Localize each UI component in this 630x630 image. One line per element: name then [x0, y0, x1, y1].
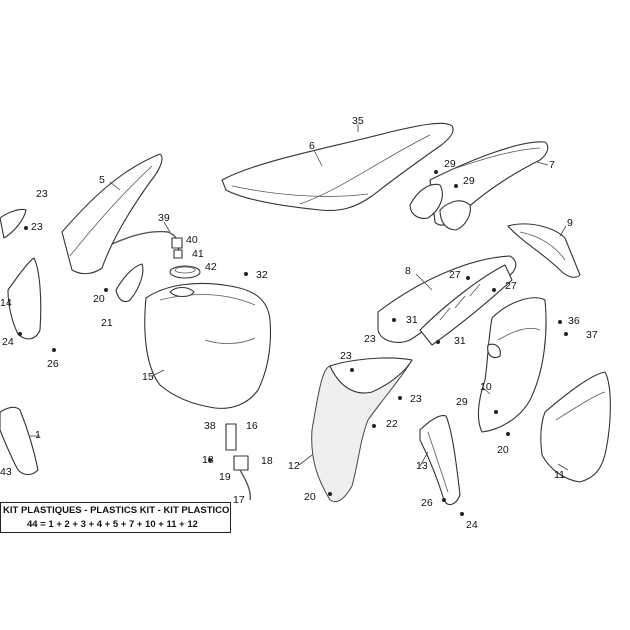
callout-9: 9 — [567, 217, 573, 229]
callout-21: 21 — [101, 317, 113, 329]
callout-27-b: 27 — [505, 280, 517, 292]
callout-24-a: 24 — [2, 336, 14, 348]
callout-5: 5 — [99, 174, 105, 186]
callout-29-b: 29 — [463, 175, 475, 187]
part-fuel-tap — [225, 423, 252, 501]
callout-1: 1 — [35, 429, 41, 441]
callout-10: 10 — [480, 381, 492, 393]
part-subframe-panel — [377, 255, 517, 346]
callout-20-c: 20 — [497, 444, 509, 456]
callout-19: 19 — [219, 471, 231, 483]
callout-38: 38 — [204, 420, 216, 432]
callout-39: 39 — [158, 212, 170, 224]
part-rear-fender — [409, 141, 549, 231]
callout-23-c: 23 — [364, 333, 376, 345]
callout-14: 14 — [0, 297, 12, 309]
part-bracket — [115, 263, 144, 303]
plastics-kit-box: KIT PLASTIQUES - PLASTICS KIT - KIT PLAS… — [0, 502, 231, 533]
callout-40: 40 — [186, 234, 198, 246]
callout-6: 6 — [309, 140, 315, 152]
callout-37: 37 — [586, 329, 598, 341]
bolt-markers — [18, 170, 568, 516]
callout-7: 7 — [549, 159, 555, 171]
callout-36: 36 — [568, 315, 580, 327]
callout-23-a: 23 — [36, 188, 48, 200]
callout-29-a: 29 — [444, 158, 456, 170]
callout-41: 41 — [192, 248, 204, 260]
callout-20-a: 20 — [93, 293, 105, 305]
part-left-side-panel — [0, 406, 39, 476]
part-airbox-cover — [477, 297, 547, 433]
callout-26-b: 26 — [421, 497, 433, 509]
callout-15: 15 — [142, 371, 154, 383]
callout-17: 17 — [233, 494, 245, 506]
callout-23-b: 23 — [31, 221, 43, 233]
callout-12: 12 — [288, 460, 300, 472]
callout-31-b: 31 — [454, 335, 466, 347]
part-frame-guard — [419, 415, 461, 506]
part-number-plate — [507, 223, 581, 278]
leader-lines — [30, 124, 569, 471]
callout-16: 16 — [246, 420, 258, 432]
part-left-shroud — [61, 153, 163, 275]
callout-11: 11 — [554, 469, 565, 481]
callout-26-a: 26 — [47, 358, 59, 370]
part-seat — [221, 122, 454, 212]
kit-formula: 44 = 1 + 2 + 3 + 4 + 5 + 7 + 10 + 11 + 1… — [27, 519, 198, 530]
part-small-bracket-left — [0, 208, 27, 239]
callout-20-b: 20 — [304, 491, 316, 503]
callout-43: 43 — [0, 466, 12, 478]
part-side-number-panel — [540, 371, 611, 483]
callout-31-a: 31 — [406, 314, 418, 326]
callout-24-b: 24 — [466, 519, 478, 531]
callout-23-d: 23 — [340, 350, 352, 362]
callout-8: 8 — [405, 265, 411, 277]
callout-18-b: 18 — [261, 455, 273, 467]
part-fuel-tank — [144, 282, 271, 409]
callout-42: 42 — [205, 261, 217, 273]
kit-title: KIT PLASTIQUES - PLASTICS KIT - KIT PLAS… — [3, 505, 230, 516]
callout-23-e: 23 — [410, 393, 422, 405]
part-breather-hose — [111, 230, 183, 259]
callout-labels: 35 6 7 29 29 29 9 8 27 27 31 31 23 23 23… — [0, 115, 598, 531]
callout-13: 13 — [416, 460, 428, 472]
part-left-guard — [7, 257, 42, 340]
callout-27-a: 27 — [449, 269, 461, 281]
callout-32: 32 — [256, 269, 268, 281]
part-radiator-scoop — [311, 357, 413, 503]
callout-29-c: 29 — [456, 396, 468, 408]
callout-22: 22 — [386, 418, 398, 430]
part-fuel-cap — [169, 265, 201, 279]
callout-35: 35 — [352, 115, 364, 127]
callout-18-a: 18 — [202, 454, 214, 466]
